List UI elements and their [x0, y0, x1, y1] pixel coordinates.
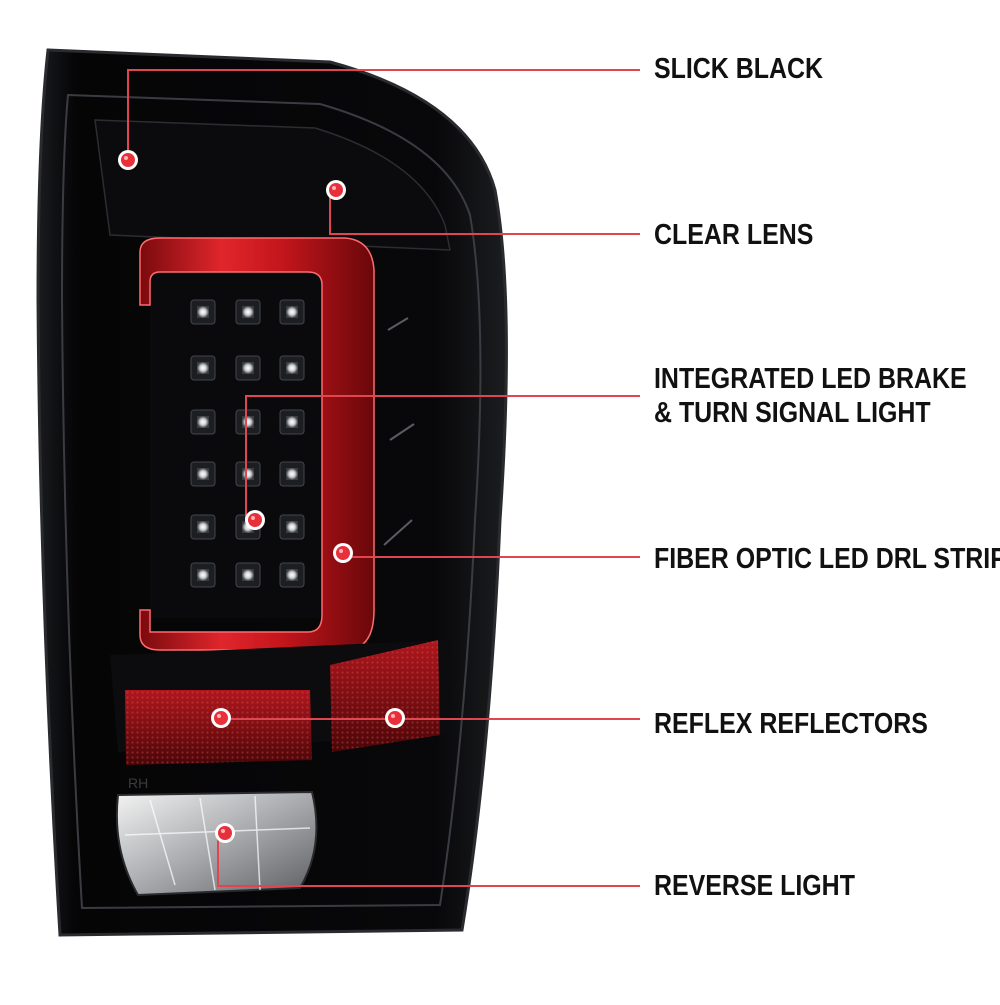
- callout-dot-highlight: [251, 516, 255, 520]
- reverse-light: [115, 790, 318, 897]
- callout-dot: [329, 183, 343, 197]
- callout-line-clear-lens: [329, 190, 640, 235]
- led-chip: [197, 569, 209, 581]
- led-chip: [242, 306, 254, 318]
- callout-line-integrated-led: [245, 395, 640, 520]
- led-chip: [286, 468, 298, 480]
- led-chip: [286, 416, 298, 428]
- callout-line-reverse-light: [217, 833, 640, 887]
- callout-fiber-optic: FIBER OPTIC LED DRL STRIP: [654, 543, 1000, 575]
- callout-lines: [118, 69, 640, 887]
- callout-reverse-light: REVERSE LIGHT: [654, 870, 855, 902]
- led-chip: [197, 306, 209, 318]
- lens-accents: [383, 317, 415, 546]
- led-chip: [286, 306, 298, 318]
- led-chip: [242, 416, 254, 428]
- clear-lens-area: [94, 119, 451, 251]
- callout-dot-highlight: [217, 714, 221, 718]
- callout-dot: [388, 711, 402, 725]
- callout-clear-lens: CLEAR LENS: [654, 219, 814, 251]
- led-chip: [242, 569, 254, 581]
- callout-integrated-led-line1: INTEGRATED LED BRAKE: [654, 363, 967, 395]
- led-chip: [197, 521, 209, 533]
- led-chip: [286, 521, 298, 533]
- led-chip: [242, 468, 254, 480]
- callout-dot: [121, 153, 135, 167]
- callout-dot-highlight: [339, 549, 343, 553]
- housing-bezel: [60, 93, 482, 910]
- lens-side-mark: RH: [128, 775, 148, 791]
- callout-dot-highlight: [124, 156, 128, 160]
- led-chip: [197, 416, 209, 428]
- reflector-right-texture: [330, 640, 440, 752]
- callout-reflex-reflectors: REFLEX REFLECTORS: [654, 708, 928, 740]
- callout-dot: [218, 826, 232, 840]
- led-chip: [197, 468, 209, 480]
- led-chip: [286, 362, 298, 374]
- led-chip: [197, 362, 209, 374]
- callout-integrated-led-line2: & TURN SIGNAL LIGHT: [654, 397, 931, 429]
- led-chip: [242, 362, 254, 374]
- led-chip: [286, 569, 298, 581]
- callout-dot: [336, 546, 350, 560]
- callout-dot-highlight: [391, 714, 395, 718]
- callout-slick-black: SLICK BLACK: [654, 53, 824, 85]
- callout-dot: [248, 513, 262, 527]
- callout-dot-highlight: [332, 186, 336, 190]
- callout-dot-highlight: [221, 829, 225, 833]
- drl-strip: [139, 237, 375, 651]
- led-chamber: [150, 272, 320, 618]
- callout-dot: [214, 711, 228, 725]
- callout-line-slick-black: [127, 69, 640, 160]
